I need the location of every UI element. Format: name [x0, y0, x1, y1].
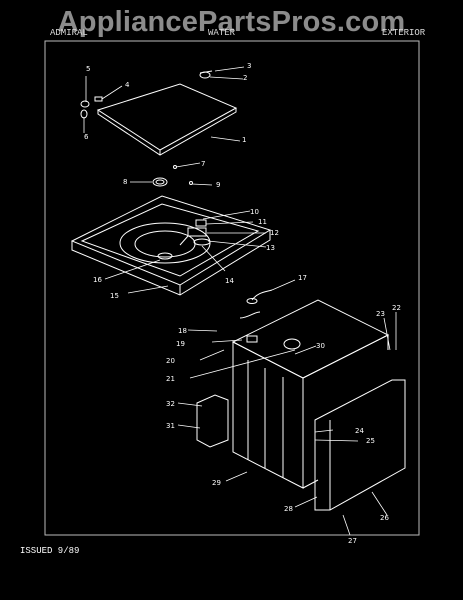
wire-harness-part — [239, 289, 273, 319]
callout-24: 24 — [355, 427, 364, 435]
callout-5: 5 — [86, 65, 90, 73]
callout-3: 3 — [247, 62, 251, 70]
callout-1: 1 — [242, 136, 246, 144]
callout-18: 18 — [178, 327, 187, 335]
access-panel-part — [196, 394, 229, 448]
lid-hinge-parts — [80, 70, 213, 119]
callout-16: 16 — [93, 276, 102, 284]
callout-2: 2 — [243, 74, 247, 82]
callout-31: 31 — [166, 422, 175, 430]
callout-12: 12 — [270, 229, 279, 237]
leader-lines — [83, 66, 397, 536]
callout-25: 25 — [366, 437, 375, 445]
grommet-parts — [152, 165, 193, 187]
header-center: WATER — [208, 28, 236, 38]
callout-27: 27 — [348, 537, 357, 545]
callout-30: 30 — [316, 342, 325, 350]
callout-10: 10 — [250, 208, 259, 216]
callout-20: 20 — [166, 357, 175, 365]
watermark: AppliancePartsPros.com — [57, 6, 406, 38]
callout-14: 14 — [225, 277, 234, 285]
lid-switch-cluster — [179, 219, 211, 246]
callout-15: 15 — [110, 292, 119, 300]
callout-13: 13 — [266, 244, 275, 252]
callout-7: 7 — [201, 160, 205, 168]
callout-8: 8 — [123, 178, 127, 186]
callout-26: 26 — [380, 514, 389, 522]
callout-11: 11 — [258, 218, 267, 226]
callout-29: 29 — [212, 479, 221, 487]
issued-date: ISSUED 9/89 — [20, 546, 80, 556]
callout-4: 4 — [125, 81, 130, 89]
lid-part — [96, 83, 238, 156]
header-left: ADMIRAL — [50, 28, 88, 38]
header-right: EXTERIOR — [382, 28, 426, 38]
callout-6: 6 — [84, 133, 89, 141]
callout-17: 17 — [298, 274, 307, 282]
callout-23: 23 — [376, 310, 385, 318]
callout-19: 19 — [176, 340, 185, 348]
side-panel-part — [314, 379, 406, 511]
callout-32: 32 — [166, 400, 175, 408]
cabinet-part — [231, 299, 390, 489]
callout-21: 21 — [166, 375, 175, 383]
callout-9: 9 — [216, 181, 220, 189]
callout-28: 28 — [284, 505, 293, 513]
callout-22: 22 — [392, 304, 401, 312]
diagram-frame — [44, 40, 420, 536]
